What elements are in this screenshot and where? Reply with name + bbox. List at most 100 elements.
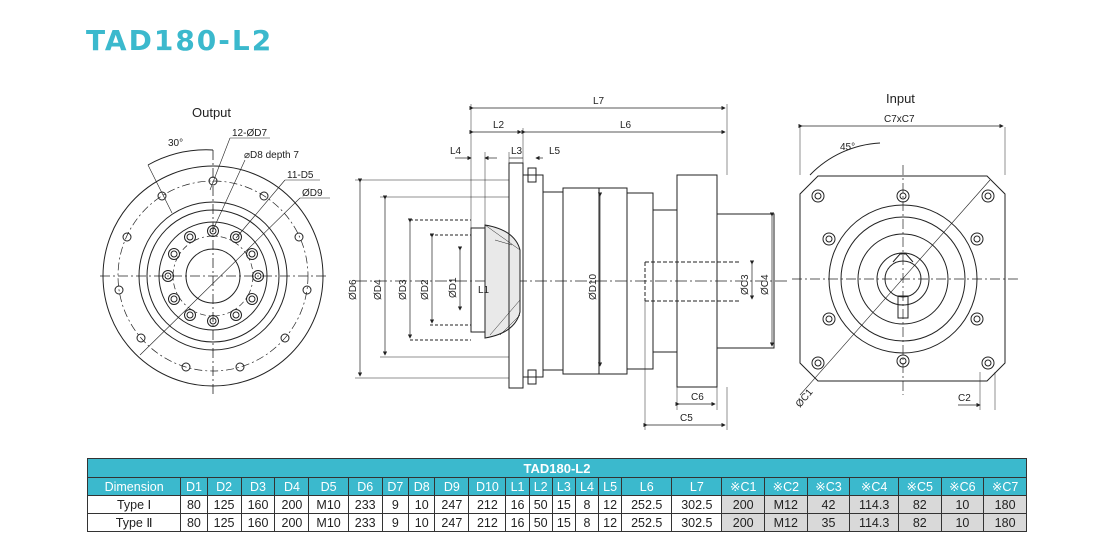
table-cell: 125 [206,513,242,532]
table-cell: 302.5 [671,513,723,532]
column-header: D8 [408,477,436,496]
table-cell: 252.5 [621,495,673,514]
output-label: Output [192,105,231,120]
d6-label: ØD6 [348,279,359,300]
table-cell: 8 [574,495,600,514]
l3-label: L3 [511,146,523,157]
c5-label: C5 [680,413,693,424]
column-header: ※C5 [897,477,942,496]
table-cell: 200 [274,513,310,532]
table-cell: 10 [940,495,985,514]
table-cell: 8 [574,513,600,532]
table-cell: 12 [598,495,623,514]
table-cell: 247 [434,495,470,514]
column-header: Dimension [86,477,182,496]
c6-label: C6 [691,392,704,403]
table-cell: 10 [408,513,436,532]
table-cell: 35 [806,513,851,532]
column-header: D6 [347,477,383,496]
table-cell: 42 [806,495,851,514]
table-cell: 50 [528,495,553,514]
c2-label: C2 [958,393,971,404]
table-cell: M10 [308,495,349,514]
column-header: L1 [505,477,530,496]
table-cell: 200 [721,495,766,514]
l7-label: L7 [593,96,605,107]
row-type-label: Type Ⅱ [86,513,182,532]
table-cell: 200 [721,513,766,532]
angle-30-label: 30° [168,138,183,149]
table-cell: 9 [381,513,410,532]
table-cell: 16 [505,495,530,514]
table-cell: 82 [897,513,942,532]
d9-label: ØD9 [302,188,323,199]
table-cell: 212 [468,513,507,532]
column-header: ※C2 [764,477,808,496]
table-cell: 80 [180,513,208,532]
table-cell: 82 [897,495,942,514]
table-cell: 247 [434,513,470,532]
angle-45-label: 45° [840,142,855,153]
table-cell: 12 [598,513,623,532]
table-cell: 10 [408,495,436,514]
d5-holes-label: 11-D5 [287,170,314,181]
table-cell: 180 [983,495,1027,514]
column-header: L4 [574,477,600,496]
column-header: L2 [528,477,553,496]
d2-label: ØD2 [420,279,431,300]
table-cell: 125 [206,495,242,514]
column-header: D1 [180,477,208,496]
technical-drawing: Output [100,91,1020,430]
column-header: D9 [434,477,470,496]
table-cell: 80 [180,495,208,514]
c4-label: ØC4 [760,274,771,295]
d7-hole-pattern [162,225,264,327]
l1-label: L1 [478,285,490,296]
c7xc7-label: C7xC7 [884,114,915,125]
table-cell: M10 [308,513,349,532]
c2-corner-holes [811,189,995,370]
l2-label: L2 [493,120,505,131]
d7-holes-label: 12-ØD7 [232,128,267,139]
column-header: ※C1 [721,477,766,496]
column-header: L6 [621,477,673,496]
column-header: ※C4 [849,477,899,496]
d10-label: ØD10 [588,273,599,300]
column-header: L5 [598,477,623,496]
table-cell: 212 [468,495,507,514]
column-header: D5 [308,477,349,496]
output-view: Output [100,105,330,395]
table-cell: 252.5 [621,513,673,532]
column-header: D4 [274,477,310,496]
l4-label: L4 [450,146,462,157]
c3-label: ØC3 [740,274,751,295]
table-cell: 233 [347,513,383,532]
column-header: ※C3 [806,477,851,496]
table-cell: M12 [764,495,808,514]
table-cell: M12 [764,513,808,532]
column-header: ※C6 [940,477,985,496]
d4-label: ØD4 [373,279,384,300]
column-header: ※C7 [983,477,1027,496]
d3-label: ØD3 [398,279,409,300]
table-cell: 200 [274,495,310,514]
l6-label: L6 [620,120,632,131]
table-cell: 50 [528,513,553,532]
table-cell: 114.3 [849,495,899,514]
table-cell: 9 [381,495,410,514]
table-cell: 15 [551,513,576,532]
input-view: Input C7xC7 45° [792,91,1020,410]
column-header: D7 [381,477,410,496]
product-title: TAD180-L2 [86,24,274,57]
c1-label: ØC1 [794,387,816,410]
column-header: D3 [240,477,276,496]
d1-label: ØD1 [448,277,459,298]
column-header: L3 [551,477,576,496]
table-cell: 10 [940,513,985,532]
l5-label: L5 [549,146,561,157]
table-cell: 15 [551,495,576,514]
table-cell: 302.5 [671,495,723,514]
